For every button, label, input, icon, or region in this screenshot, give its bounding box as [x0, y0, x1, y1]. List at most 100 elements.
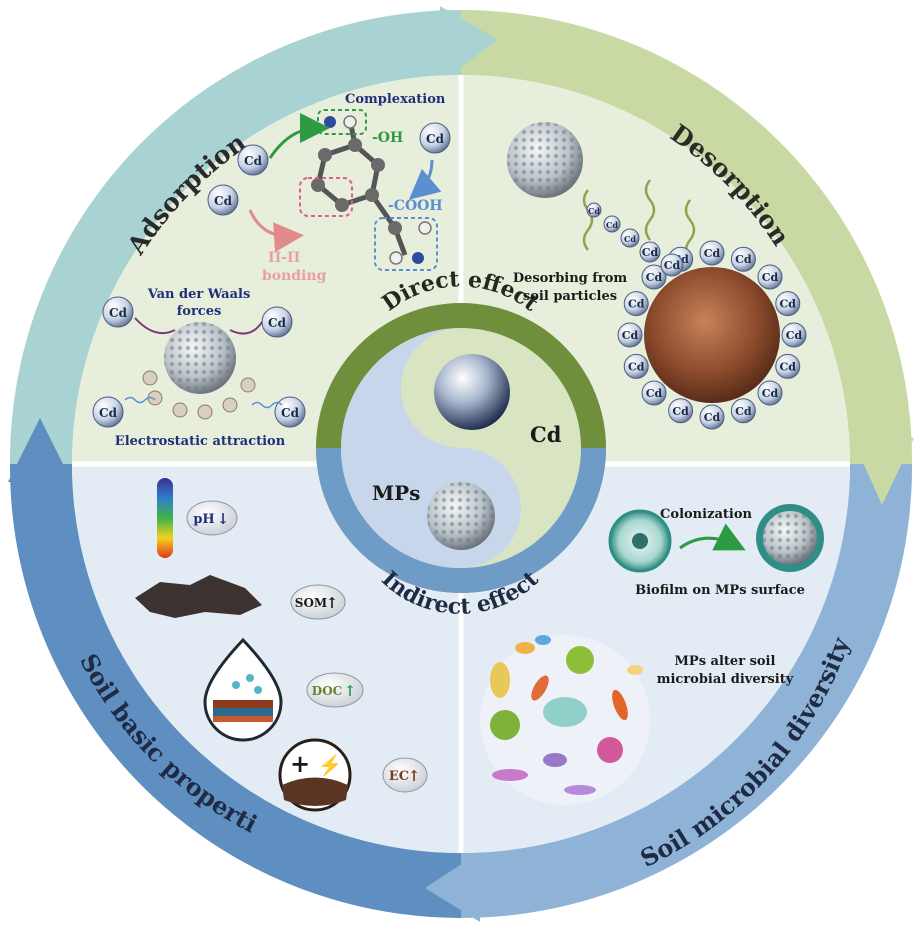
soil-basic-quadrant: pH ↓ SOM ↑ DOC ↑ + ⚡ EC [135, 478, 428, 812]
svg-text:Cd: Cd [214, 194, 233, 208]
bacteria-icon [543, 697, 587, 727]
cd-ion [757, 264, 783, 290]
cd-ion-label: Cd [780, 298, 797, 311]
som-soil-clod [135, 575, 262, 618]
bacteria-icon [490, 662, 510, 698]
cd-ion-label: Cd [588, 206, 600, 216]
pi-pi-label: Π-Π [268, 250, 300, 266]
cd-ion [781, 322, 807, 348]
bacteria-icon [492, 769, 528, 781]
cd-ion [775, 291, 801, 317]
cd-ion [730, 398, 756, 424]
wave-right [251, 401, 283, 409]
cd-ion-label: Cd [624, 234, 636, 244]
svg-text:Cd: Cd [109, 306, 128, 320]
cd-ion [586, 202, 602, 218]
cd-ion [668, 398, 694, 424]
vdw-curve-right [229, 321, 263, 335]
soil-particle [644, 267, 780, 403]
bacteria-icon [627, 665, 643, 675]
microbial-quadrant: Colonization Biofilm on MPs surface MPs … [480, 504, 824, 805]
svg-text:⚡: ⚡ [318, 753, 343, 777]
cd-ion-label: Cd [762, 387, 779, 400]
svg-text:Cd: Cd [244, 154, 263, 168]
cd-ion-label: Cd [735, 253, 752, 266]
adsorption-quadrant: Complexation -OH -COOH Π-Π bonding [92, 92, 451, 449]
colonization-arrow [679, 523, 746, 551]
som-badge: SOM ↑ [290, 584, 346, 620]
ph-color-bar [157, 478, 173, 558]
cd-ion-label: Cd [664, 259, 681, 272]
virus-icon [490, 710, 520, 740]
cd-ion [639, 241, 661, 263]
cd-ion [603, 215, 621, 233]
bacteria-icon [543, 753, 567, 767]
desorbing-label-2: soil particles [523, 289, 617, 304]
ring-arrowhead-top [440, 6, 498, 82]
cd-ion [699, 404, 725, 430]
colonization-label: Colonization [660, 507, 752, 522]
bacteria-icon [535, 635, 551, 645]
center-cd-label: Cd [530, 422, 562, 447]
ph-arrow: ↓ [217, 510, 230, 528]
electrostatic-label: Electrostatic attraction [115, 434, 286, 449]
ring-desorption-segment [461, 10, 913, 464]
doc-badge: DOC ↑ [306, 672, 364, 708]
ring-arrowhead-left [8, 418, 72, 482]
cd-ion-label: Cd [704, 247, 721, 260]
bonding-label: bonding [262, 268, 327, 284]
cooh-label: -COOH [388, 198, 443, 214]
complexation-label: Complexation [345, 92, 446, 107]
ph-text: pH [193, 512, 214, 527]
cd-ion-label: Cd [786, 329, 803, 342]
arrow-cd-to-cooh [408, 159, 442, 200]
bacteria-icon [564, 785, 596, 795]
cd-ion [419, 122, 451, 154]
bacteria-icon [515, 642, 535, 654]
svg-text:Cd: Cd [281, 406, 300, 420]
cd-sphere [434, 354, 510, 430]
cd-ion-label: Cd [646, 387, 663, 400]
ring-microbial-segment [461, 464, 913, 919]
ec-badge: EC ↑ [382, 757, 428, 793]
cd-ion [620, 228, 640, 248]
cd-ion [623, 291, 649, 317]
ring-arrowhead-right [852, 438, 914, 505]
doc-text: DOC [312, 684, 342, 698]
cd-ion-label: Cd [704, 411, 721, 424]
cd-ion [775, 353, 801, 379]
cd-ion [92, 396, 124, 428]
ring-adsorption-segment [9, 10, 462, 464]
svg-text:+: + [290, 749, 310, 778]
adsorption-mp-texture [164, 322, 236, 394]
microbes [490, 635, 643, 795]
alter-label-1: MPs alter soil [675, 654, 776, 669]
cd-ion [641, 380, 667, 406]
alter-label-2: microbial diversity [657, 672, 794, 687]
ring-soil-basic-segment [9, 464, 461, 918]
svg-text:Cd: Cd [426, 132, 445, 146]
colonization-mp-core [632, 533, 648, 549]
doc-arrow: ↑ [344, 682, 357, 700]
cd-ion-label: Cd [646, 271, 663, 284]
cd-ion [617, 322, 643, 348]
desorption-mp-texture [507, 122, 583, 198]
biofilm-label: Biofilm on MPs surface [635, 583, 805, 598]
complexation-box-oh [317, 109, 367, 135]
cd-ion-label: Cd [780, 360, 797, 373]
arrow-cd-to-pi [248, 209, 304, 253]
ec-arrow: ↑ [408, 767, 421, 785]
doc-icon [203, 637, 283, 742]
cd-ion [757, 380, 783, 406]
som-arrow: ↑ [326, 594, 339, 612]
bacteria-icon [531, 675, 549, 701]
cd-ion-label: Cd [642, 246, 659, 259]
cd-ion-label: Cd [672, 405, 689, 418]
outer-ring [8, 6, 914, 922]
svg-text:Cd: Cd [99, 406, 118, 420]
biofilm-mp-texture [763, 511, 817, 565]
oh-label: -OH [372, 130, 403, 146]
cd-ion-label: Cd [628, 298, 645, 311]
